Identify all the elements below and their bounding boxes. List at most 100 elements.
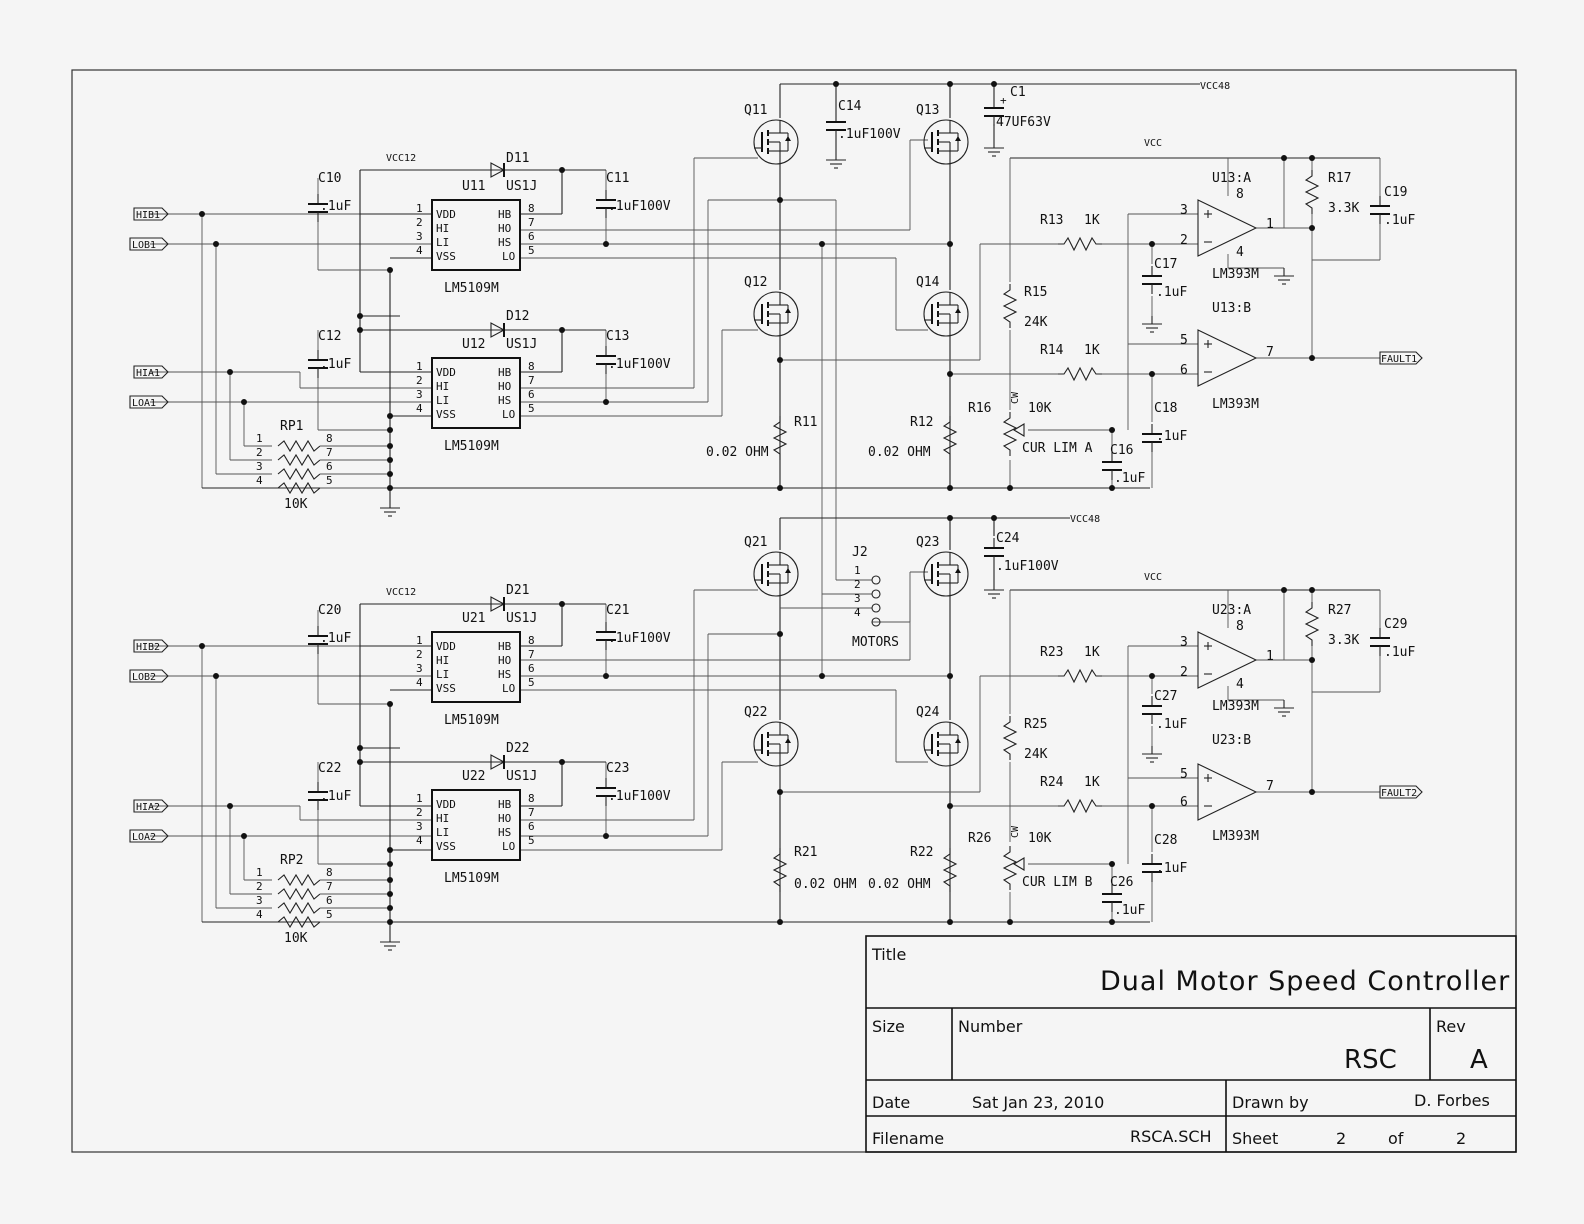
svg-text:1: 1 [416, 634, 423, 647]
svg-text:C24: C24 [996, 531, 1020, 546]
svg-text:VSS: VSS [436, 408, 456, 421]
svg-text:0.02 OHM: 0.02 OHM [868, 877, 931, 892]
svg-text:R17: R17 [1328, 171, 1351, 186]
svg-text:2: 2 [416, 806, 423, 819]
svg-text:C28: C28 [1154, 833, 1177, 848]
number-label: Number [958, 1017, 1023, 1036]
svg-text:2: 2 [256, 446, 263, 459]
svg-text:R23: R23 [1040, 645, 1063, 660]
res-r27 [1305, 601, 1319, 647]
svg-text:2: 2 [416, 648, 423, 661]
svg-text:1K: 1K [1084, 775, 1100, 790]
svg-text:C17: C17 [1154, 257, 1177, 272]
svg-text:D22: D22 [506, 741, 529, 756]
svg-text:.1uF100V: .1uF100V [608, 631, 671, 646]
svg-text:RP2: RP2 [280, 853, 303, 868]
svg-text:.1uF100V: .1uF100V [996, 559, 1059, 574]
port-fault2-label: FAULT2 [1381, 788, 1417, 799]
svg-text:6: 6 [528, 388, 535, 401]
svg-text:3.3K: 3.3K [1328, 633, 1359, 648]
svg-text:J2: J2 [852, 545, 868, 560]
svg-text:.1uF: .1uF [320, 631, 351, 646]
svg-text:6: 6 [1180, 363, 1188, 378]
svg-text:C21: C21 [606, 603, 629, 618]
port-fault2 [1379, 785, 1423, 799]
svg-text:5: 5 [326, 474, 333, 487]
svg-text:C22: C22 [318, 761, 341, 776]
svg-text:HO: HO [498, 380, 511, 393]
sheet-border [71, 69, 1517, 1153]
net-vcc: VCC [1144, 138, 1162, 149]
svg-text:7: 7 [528, 806, 535, 819]
svg-text:.1uF: .1uF [1384, 645, 1415, 660]
svg-text:4: 4 [416, 834, 423, 847]
res-r13 [1057, 237, 1103, 251]
svg-text:8: 8 [326, 432, 333, 445]
svg-text:HI: HI [436, 222, 449, 235]
svg-text:7: 7 [326, 880, 333, 893]
svg-text:7: 7 [528, 216, 535, 229]
svg-text:HB: HB [498, 208, 512, 221]
svg-text:.1uF100V: .1uF100V [608, 199, 671, 214]
svg-text:C20: C20 [318, 603, 341, 618]
svg-text:C14: C14 [838, 99, 862, 114]
svg-text:5: 5 [1180, 767, 1188, 782]
svg-text:2: 2 [416, 216, 423, 229]
svg-text:HB: HB [498, 366, 512, 379]
svg-text:4: 4 [256, 908, 263, 921]
svg-text:US1J: US1J [506, 337, 537, 352]
svg-text:Q12: Q12 [744, 275, 767, 290]
driver-u22 [431, 789, 521, 861]
svg-text:C27: C27 [1154, 689, 1177, 704]
svg-text:5: 5 [326, 908, 333, 921]
date-label: Date [872, 1093, 910, 1112]
port-lob2-label: LOB2 [132, 672, 156, 683]
port-lob1 [129, 237, 169, 251]
mosfet-q12 [753, 291, 799, 337]
u21-ref: U21 [462, 611, 485, 626]
svg-text:10K: 10K [284, 497, 308, 512]
svg-text:US1J: US1J [506, 179, 537, 194]
title-block: Title Dual Motor Speed Controller Size N… [865, 935, 1517, 1153]
svg-text:D12: D12 [506, 309, 529, 324]
svg-text:7: 7 [528, 648, 535, 661]
svg-text:6: 6 [326, 460, 333, 473]
svg-text:VDD: VDD [436, 640, 456, 653]
svg-text:Q11: Q11 [744, 103, 767, 118]
svg-text:5: 5 [1180, 333, 1188, 348]
svg-text:.1uF100V: .1uF100V [608, 357, 671, 372]
svg-text:6: 6 [1180, 795, 1188, 810]
svg-text:R13: R13 [1040, 213, 1063, 228]
svg-text:C10: C10 [318, 171, 341, 186]
svg-text:R15: R15 [1024, 285, 1047, 300]
port-fault1 [1379, 351, 1423, 365]
svg-text:R25: R25 [1024, 717, 1047, 732]
svg-text:Q13: Q13 [916, 103, 939, 118]
svg-text:HB: HB [498, 798, 512, 811]
res-r23 [1057, 669, 1103, 683]
comp-u13b [1197, 329, 1257, 387]
svg-text:C12: C12 [318, 329, 341, 344]
svg-text:U13:A: U13:A [1212, 171, 1251, 186]
u11-ref: U11 [462, 179, 485, 194]
svg-text:6: 6 [528, 230, 535, 243]
svg-text:.1uF: .1uF [1114, 471, 1145, 486]
port-lob1-label: LOB1 [132, 240, 156, 251]
svg-text:1: 1 [256, 432, 263, 445]
svg-text:3: 3 [854, 592, 861, 605]
svg-text:2: 2 [1180, 665, 1188, 680]
svg-text:.1uF: .1uF [1156, 285, 1187, 300]
svg-text:.1uF: .1uF [1156, 717, 1187, 732]
svg-text:U23:B: U23:B [1212, 733, 1251, 748]
driver-u21 [431, 631, 521, 703]
net-vcc12-2: VCC12 [386, 587, 416, 598]
svg-text:LM393M: LM393M [1212, 699, 1259, 714]
svg-text:R22: R22 [910, 845, 933, 860]
svg-text:LI: LI [436, 668, 449, 681]
svg-text:C26: C26 [1110, 875, 1133, 890]
svg-text:8: 8 [528, 202, 535, 215]
svg-text:C19: C19 [1384, 185, 1407, 200]
port-loa2-label: LOA2 [132, 832, 156, 843]
svg-text:Q23: Q23 [916, 535, 939, 550]
svg-text:.1uF: .1uF [1384, 213, 1415, 228]
